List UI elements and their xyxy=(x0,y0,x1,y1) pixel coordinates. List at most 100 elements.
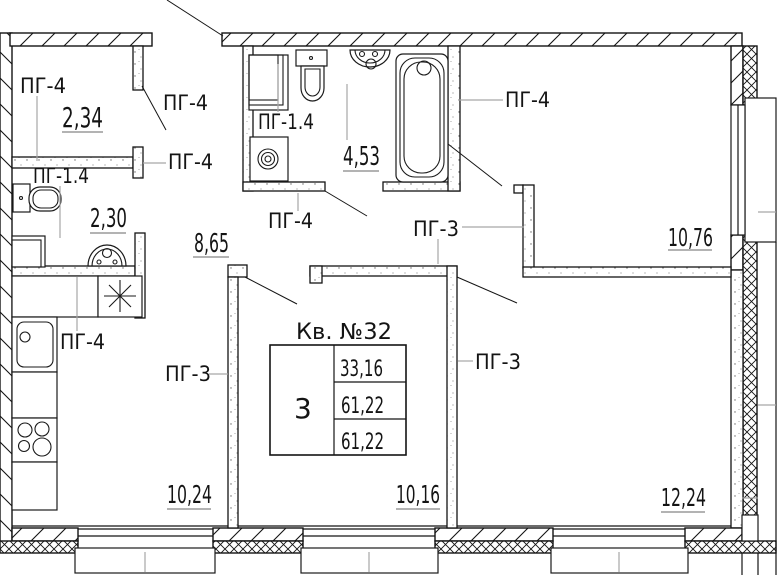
area-value-hallway: 8,65 xyxy=(194,229,229,259)
bath-toilet-bowl-inner-icon xyxy=(304,68,321,97)
pier-bottom-1-outer xyxy=(0,540,79,554)
partition-bath-right xyxy=(447,45,461,192)
partition-label-pg4-2: ПГ-4 xyxy=(163,91,208,115)
toilet-tank-button-icon xyxy=(18,195,24,201)
living-area-value: 33,16 xyxy=(340,357,383,382)
partition-vestibule-cap xyxy=(132,146,144,179)
pier-bottom-2-outer xyxy=(212,540,304,554)
partition-label-pg3-1: ПГ-3 xyxy=(413,217,459,241)
pier-bottom-1 xyxy=(11,527,79,542)
partition-label-pg4-6: ПГ-4 xyxy=(60,330,105,354)
washing-machine-drum3-icon xyxy=(264,155,272,163)
partition-label-pg4-5: ПГ-4 xyxy=(268,209,313,233)
vent-asterisk-icon xyxy=(104,280,136,312)
washing-machine-icon xyxy=(249,136,289,182)
bath-sink-tap-left-icon xyxy=(358,50,366,58)
partition-label-pg14-2: ПГ-1.4 xyxy=(258,110,314,134)
area-value-kitchen: 10,24 xyxy=(167,480,212,509)
corner-cabinet-inner-icon xyxy=(11,239,42,268)
bath-corner-shelf-icon xyxy=(248,54,289,111)
stove-burner-2-icon xyxy=(34,421,50,437)
pier-bottom-3-outer xyxy=(434,540,554,554)
partition-label-pg4-1: ПГ-4 xyxy=(20,74,66,98)
washbasin-tap-right-icon xyxy=(112,259,118,265)
area-value-room-middle: 10,16 xyxy=(396,480,440,509)
area-value-vestibule: 2,34 xyxy=(62,101,103,134)
apartment-info-table: Кв. №32 3 33,16 61,22 61,22 xyxy=(269,320,407,456)
bathtub-inner-icon xyxy=(399,57,445,178)
washing-machine-drum-icon xyxy=(257,148,279,170)
bath-sink-tap-right-icon xyxy=(371,50,379,58)
kitchen-fixtures xyxy=(11,275,143,511)
washbasin-drain-icon xyxy=(101,247,113,259)
bath-toilet-button-icon xyxy=(308,55,314,61)
washbasin-tap-left-icon xyxy=(96,259,102,265)
bathroom-fixtures xyxy=(248,49,449,183)
toilet-bowl-icon xyxy=(28,186,62,212)
door-swings xyxy=(141,0,518,305)
corner-cabinet-icon xyxy=(11,235,46,268)
kitchen-counter-top-icon xyxy=(11,275,99,318)
info-table-border xyxy=(269,344,407,456)
partition-label-pg14-1: ПГ-1.4 xyxy=(33,164,89,188)
bath-toilet-tank-icon xyxy=(295,49,328,67)
exterior-walls xyxy=(0,32,777,575)
partition-room-right-notch xyxy=(513,184,524,194)
door-room-right xyxy=(447,143,503,187)
toilet-bowl-inner-icon xyxy=(32,189,59,209)
bath-sink-drain-icon xyxy=(365,58,377,70)
stove-burner-1-icon xyxy=(17,422,33,438)
kitchen-sink-basin-icon xyxy=(16,321,54,368)
labels: ПГ-4 ПГ-4 ПГ-4 ПГ-1.4 ПГ-1.4 ПГ-4 ПГ-4 П… xyxy=(20,74,713,512)
windows xyxy=(74,97,777,574)
wc-fixtures xyxy=(11,183,127,268)
partition-central-cap-left xyxy=(309,265,323,284)
area-value-room-corner: 12,24 xyxy=(661,483,706,512)
partition-rooms-vertical xyxy=(446,265,458,529)
door-entrance xyxy=(166,0,224,37)
corner-block-bottom-right xyxy=(741,514,759,542)
bathtub-drain-icon xyxy=(416,60,432,76)
leader-lines xyxy=(36,64,524,375)
bath-sink-inner-icon xyxy=(354,49,386,64)
kitchen-sink-drain-icon xyxy=(19,331,31,343)
partition-room-right-stub xyxy=(522,184,535,269)
floor-area-value: 61,22 xyxy=(341,394,384,419)
pier-bottom-4 xyxy=(684,527,743,542)
pier-bottom-2 xyxy=(212,527,304,542)
pier-top-right-outer xyxy=(742,45,758,106)
partition-kitchen-cap xyxy=(227,264,248,278)
pier-bottom-3 xyxy=(434,527,554,542)
rooms-count-value: 3 xyxy=(294,392,312,425)
area-underlines xyxy=(62,131,712,513)
door-vestibule xyxy=(141,85,167,131)
wall-left-exterior xyxy=(0,32,13,543)
wall-right-inner xyxy=(730,269,744,529)
stove-burner-3-icon xyxy=(17,439,31,453)
apartment-title: Кв. №32 xyxy=(296,320,392,345)
wall-top-main xyxy=(221,32,743,47)
stove-burner-4-icon xyxy=(32,437,52,457)
partition-label-pg4-4: ПГ-4 xyxy=(505,88,550,112)
pier-bottom-4-outer xyxy=(684,540,777,554)
partition-label-pg3-2: ПГ-3 xyxy=(475,350,521,374)
partition-label-pg3-3: ПГ-3 xyxy=(165,362,211,386)
area-value-room-right: 10,76 xyxy=(668,223,713,252)
partition-label-pg4-3: ПГ-4 xyxy=(168,150,213,174)
kitchen-sink-unit-icon xyxy=(11,316,58,373)
wall-right-insulation xyxy=(742,234,758,543)
area-value-wc: 2,30 xyxy=(90,204,127,234)
kitchen-counter-mid-icon xyxy=(11,371,58,419)
wall-top-left xyxy=(9,32,153,47)
bathtub-icon xyxy=(395,53,449,183)
partition-room-right-bottom xyxy=(522,266,732,278)
partition-central-horizontal xyxy=(309,265,458,277)
door-room-corner xyxy=(456,276,518,304)
stove-icon xyxy=(11,417,58,463)
pier-top-right-inner xyxy=(730,45,744,106)
pier-right-mid xyxy=(730,234,744,271)
kitchen-counter-bottom-icon xyxy=(11,461,58,511)
total-area-value: 61,22 xyxy=(341,430,384,455)
partition-entry-stub xyxy=(132,45,144,91)
bathtub-inner2-icon xyxy=(403,61,441,174)
